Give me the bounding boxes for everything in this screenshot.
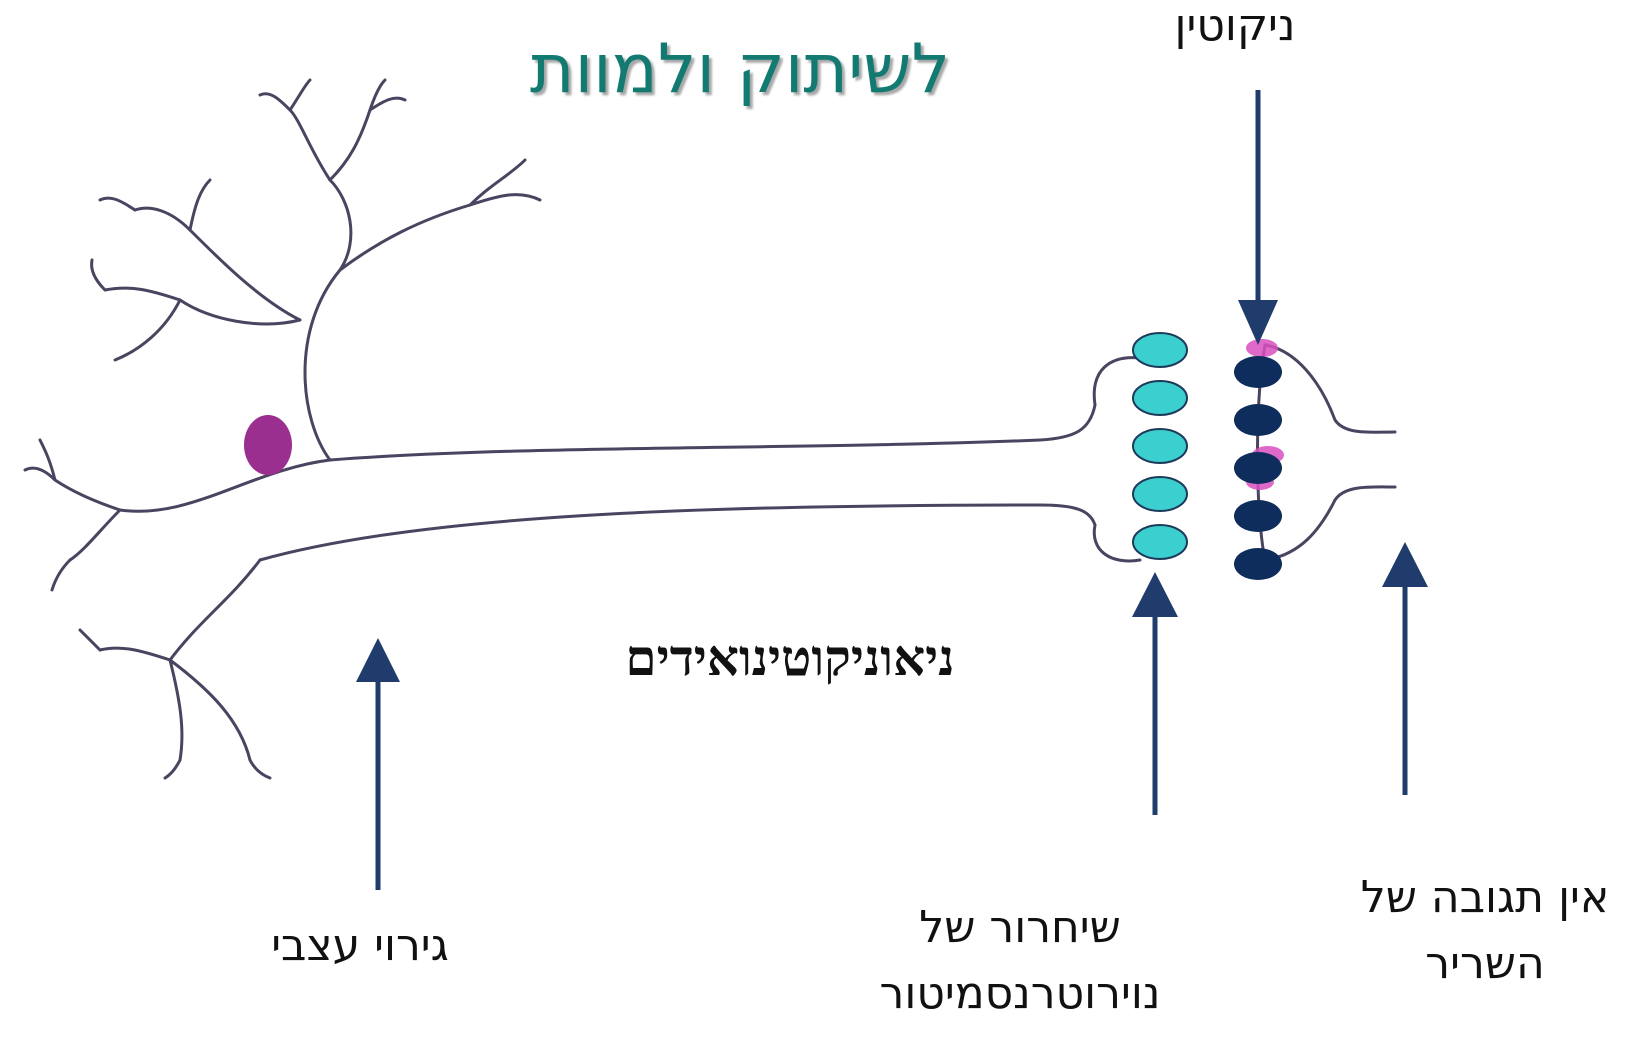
vesicle: [1133, 525, 1187, 559]
receptor: [1234, 356, 1282, 388]
nicotine-mark: [1246, 339, 1278, 357]
vesicle: [1133, 333, 1187, 367]
receptor: [1234, 548, 1282, 580]
vesicle: [1133, 477, 1187, 511]
receptor: [1234, 500, 1282, 532]
receptor: [1234, 404, 1282, 436]
diagram-title: לשיתוק ולמוות: [460, 30, 1020, 109]
axon: [330, 405, 1095, 460]
vesicle: [1133, 429, 1187, 463]
arrow-nicotine-head: [1238, 300, 1278, 345]
label-no-response-line2: השריר: [1325, 931, 1645, 997]
nucleus: [244, 415, 292, 475]
label-no-response-line1: אין תגובה של: [1325, 865, 1645, 931]
neurotransmitter-vesicles: [1133, 333, 1187, 559]
soma: [305, 180, 351, 460]
label-release-line1: שיחרור של: [830, 895, 1210, 961]
label-neurotransmitter-release: שיחרור של נוירוטרנסמיטור: [830, 895, 1210, 1027]
label-nicotine: ניקוטין: [1110, 0, 1360, 51]
arrow-release-head: [1132, 572, 1178, 617]
arrow-stimulation-head: [356, 638, 400, 682]
label-nerve-stimulation: גירוי עצבי: [230, 920, 490, 971]
label-neonicotinoids: ניאוניקוטינואידים: [520, 628, 1060, 687]
receptors: [1234, 356, 1282, 580]
arrow-no-response-head: [1382, 542, 1428, 587]
receptor: [1234, 452, 1282, 484]
postsynaptic-terminal: [1265, 345, 1395, 432]
label-no-muscle-response: אין תגובה של השריר: [1325, 865, 1645, 997]
label-release-line2: נוירוטרנסמיטור: [830, 961, 1210, 1027]
vesicle: [1133, 381, 1187, 415]
